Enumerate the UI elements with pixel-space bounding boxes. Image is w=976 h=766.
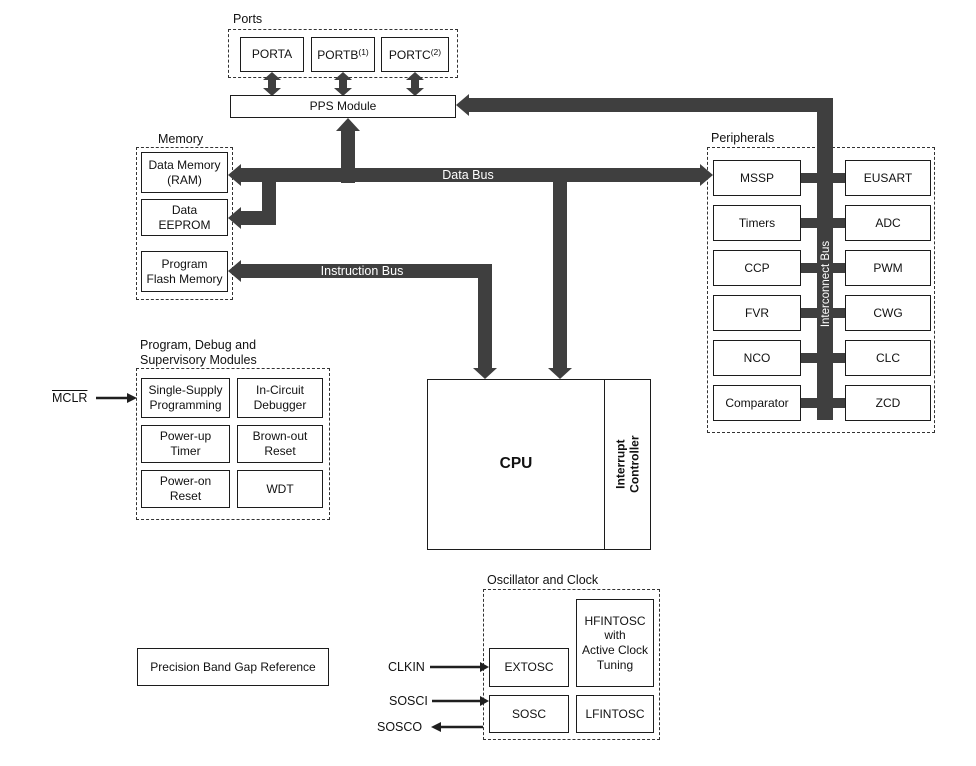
ports-title: Ports [233, 12, 263, 26]
debug-title: Program, Debug and Supervisory Modules [140, 338, 257, 367]
box-power-on-reset: Power-on Reset [141, 470, 230, 508]
instruction-bus-label: Instruction Bus [320, 264, 404, 278]
box-eusart: EUSART [845, 160, 931, 196]
memory-title: Memory [158, 132, 204, 146]
box-fvr: FVR [713, 295, 801, 331]
sosci-arrow [432, 696, 489, 706]
box-mssp: MSSP [713, 160, 801, 196]
portb-superscript: (1) [358, 46, 369, 57]
portc-label: PORTC(2) [388, 46, 442, 62]
debug-group [136, 368, 330, 520]
portc-superscript: (2) [430, 46, 442, 57]
box-portb: PORTB(1) [311, 37, 375, 72]
clkin-arrow [430, 662, 489, 672]
box-single-supply-programming: Single-Supply Programming [141, 378, 230, 418]
box-program-flash-memory: Program Flash Memory [141, 251, 228, 292]
instruction-bus-bar [228, 260, 497, 379]
mclr-label: MCLR [52, 391, 88, 405]
box-brown-out-reset: Brown-out Reset [237, 425, 323, 463]
box-nco: NCO [713, 340, 801, 376]
box-comparator: Comparator [713, 385, 801, 421]
sosco-label: SOSCO [377, 720, 423, 734]
portb-label: PORTB(1) [317, 46, 369, 62]
ports-pps-arrows [263, 72, 424, 96]
box-timers: Timers [713, 205, 801, 241]
peripheral-bus-stubs [801, 173, 845, 408]
box-ccp: CCP [713, 250, 801, 286]
cpu-label: CPU [499, 455, 533, 473]
sosci-label: SOSCI [389, 694, 428, 708]
peripherals-title: Peripherals [711, 131, 775, 145]
box-porta: PORTA [240, 37, 304, 72]
mclr-arrow [96, 393, 137, 403]
box-hfintosc: HFINTOSC with Active Clock Tuning [576, 599, 654, 687]
oscillator-title: Oscillator and Clock [487, 573, 599, 587]
box-portc: PORTC(2) [381, 37, 449, 72]
box-data-memory-ram: Data Memory (RAM) [141, 152, 228, 193]
box-wdt: WDT [237, 470, 323, 508]
box-zcd: ZCD [845, 385, 931, 421]
box-sosc: SOSC [489, 695, 569, 733]
cpu-box: CPU Interrupt Controller [427, 379, 651, 550]
box-pps-module: PPS Module [230, 95, 456, 118]
box-clc: CLC [845, 340, 931, 376]
box-in-circuit-debugger: In-Circuit Debugger [237, 378, 323, 418]
clkin-label: CLKIN [388, 660, 425, 674]
interrupt-controller-label: Interrupt Controller [613, 435, 642, 494]
box-cwg: CWG [845, 295, 931, 331]
sosco-arrow [431, 722, 483, 732]
data-bus-bar [228, 164, 713, 186]
box-adc: ADC [845, 205, 931, 241]
box-data-eeprom: Data EEPROM [141, 199, 228, 236]
box-power-up-timer: Power-up Timer [141, 425, 230, 463]
box-precision-band-gap-reference: Precision Band Gap Reference [137, 648, 329, 686]
pps-interconnect-link [456, 94, 833, 420]
box-pwm: PWM [845, 250, 931, 286]
box-lfintosc: LFINTOSC [576, 695, 654, 733]
data-bus-cpu-drop [548, 175, 572, 379]
data-bus-label: Data Bus [442, 168, 494, 182]
interrupt-controller-section: Interrupt Controller [604, 380, 650, 549]
memory-group [136, 147, 233, 300]
interconnect-bus-label: Interconnect Bus [820, 240, 832, 328]
data-bus-eeprom-branch [228, 182, 276, 229]
box-extosc: EXTOSC [489, 648, 569, 687]
